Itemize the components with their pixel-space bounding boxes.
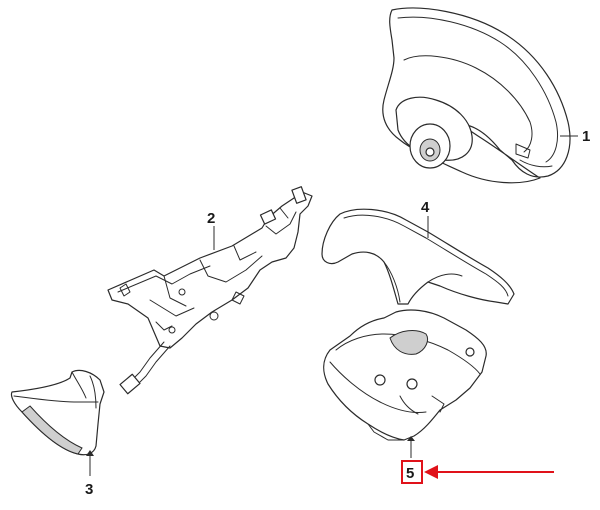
highlight-arrow-head xyxy=(424,465,438,479)
steering-column-part: 2 xyxy=(107,186,313,395)
callout-4: 4 xyxy=(421,199,430,216)
steering-wheel-part: 1 xyxy=(382,7,590,184)
callout-1: 1 xyxy=(582,128,590,145)
callout-2: 2 xyxy=(207,210,215,227)
lower-column-cover-part: 5 xyxy=(323,309,554,484)
leader-tick-5 xyxy=(407,436,415,441)
leader-tick-3 xyxy=(86,450,94,456)
upper-column-cover-part: 4 xyxy=(321,199,515,305)
callout-3: 3 xyxy=(85,481,93,498)
boot-seal-part: 3 xyxy=(10,369,105,498)
callout-5: 5 xyxy=(406,465,414,482)
highlight-box-5 xyxy=(401,460,423,484)
